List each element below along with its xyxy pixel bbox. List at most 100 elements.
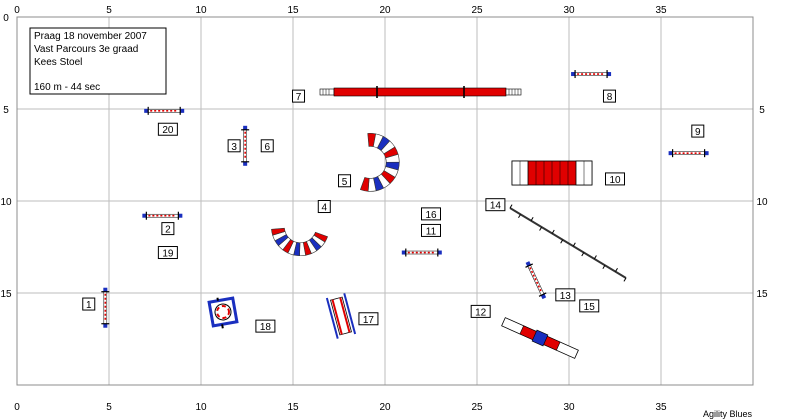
weave-pole bbox=[530, 217, 534, 221]
number-box bbox=[227, 139, 241, 153]
number-label: 15 bbox=[584, 302, 596, 313]
number-label: 11 bbox=[426, 226, 437, 237]
weave-pole bbox=[560, 239, 564, 244]
hurdle-obstacles bbox=[101, 70, 709, 328]
number-label: 16 bbox=[425, 210, 437, 221]
top-tick-label: 30 bbox=[563, 5, 575, 16]
number-label: 5 bbox=[342, 177, 348, 188]
number-box bbox=[421, 207, 441, 221]
obstacle-number-4: 4 bbox=[317, 200, 331, 214]
number-box bbox=[255, 319, 276, 333]
field-grid bbox=[16, 16, 754, 386]
number-box bbox=[358, 312, 379, 326]
top-tick-label: 5 bbox=[106, 5, 112, 16]
tunnel-segment bbox=[359, 177, 370, 192]
weave-pole bbox=[602, 265, 606, 269]
credit-label: Agility Blues bbox=[703, 409, 753, 419]
obstacle-number-11: 11 bbox=[421, 223, 441, 237]
obstacle-number-1: 1 bbox=[82, 297, 96, 311]
tunnel-4 bbox=[271, 227, 328, 257]
hurdle-post bbox=[538, 292, 547, 297]
left-tick-label: 0 bbox=[3, 13, 9, 24]
obstacle-number-3: 3 bbox=[227, 139, 241, 153]
number-label: 18 bbox=[260, 322, 272, 333]
number-label: 12 bbox=[475, 307, 487, 318]
obstacle-number-10: 10 bbox=[605, 172, 625, 186]
obstacle-number-14: 14 bbox=[485, 198, 506, 212]
number-label: 6 bbox=[264, 142, 270, 153]
hurdle-3-6 bbox=[241, 125, 250, 166]
info-class: Vast Parcours 3e graad bbox=[34, 44, 138, 55]
left-tick-label: 10 bbox=[0, 197, 12, 208]
obstacle-number-15: 15 bbox=[579, 299, 600, 313]
hurdle-9 bbox=[668, 149, 709, 158]
number-box bbox=[82, 297, 96, 311]
number-label: 20 bbox=[162, 125, 174, 136]
weave-pole bbox=[572, 242, 576, 247]
obstacle-number-20: 20 bbox=[157, 122, 178, 136]
hurdle-1 bbox=[101, 287, 110, 328]
obstacle-number-17: 17 bbox=[358, 312, 379, 326]
bottom-tick-label: 0 bbox=[14, 402, 20, 413]
bottom-tick-label: 35 bbox=[655, 402, 667, 413]
tire-obstacle bbox=[207, 296, 239, 329]
obstacle-number-5: 5 bbox=[338, 174, 352, 188]
number-box bbox=[579, 299, 600, 313]
weave-poles-obstacle bbox=[509, 204, 627, 282]
obstacle-number-6: 6 bbox=[260, 139, 274, 153]
top-tick-label: 35 bbox=[655, 5, 667, 16]
weave-pole bbox=[509, 204, 513, 209]
number-box bbox=[691, 124, 705, 138]
number-label: 10 bbox=[609, 175, 621, 186]
number-label: 7 bbox=[296, 92, 302, 103]
tunnel-segment bbox=[271, 227, 286, 236]
hurdle-8 bbox=[571, 70, 612, 79]
number-label: 8 bbox=[607, 92, 613, 103]
number-box bbox=[555, 288, 576, 302]
long-jump-obstacle bbox=[325, 293, 357, 339]
number-box bbox=[161, 222, 175, 236]
weave-pole bbox=[593, 255, 597, 260]
bottom-tick-label: 25 bbox=[471, 402, 483, 413]
table-obstacle bbox=[511, 160, 593, 186]
number-box bbox=[470, 304, 491, 318]
obstacle-number-2: 2 bbox=[161, 222, 175, 236]
info-length-time: 160 m - 44 sec bbox=[34, 82, 100, 93]
obstacle-number-16: 16 bbox=[421, 207, 441, 221]
right-tick-label: 15 bbox=[756, 289, 768, 300]
number-label: 14 bbox=[490, 201, 502, 212]
obstacle-number-12: 12 bbox=[470, 304, 491, 318]
top-tick-label: 20 bbox=[379, 5, 391, 16]
bottom-tick-label: 15 bbox=[287, 402, 299, 413]
bottom-tick-label: 5 bbox=[106, 402, 112, 413]
top-tick-label: 15 bbox=[287, 5, 299, 16]
bottom-tick-label: 30 bbox=[563, 402, 575, 413]
top-tick-label: 0 bbox=[14, 5, 20, 16]
number-box bbox=[157, 122, 178, 136]
left-tick-label: 15 bbox=[0, 289, 12, 300]
obstacle-number-7: 7 bbox=[292, 89, 306, 103]
bottom-tick-label: 10 bbox=[195, 402, 207, 413]
hurdle-post bbox=[525, 263, 533, 268]
top-tick-label: 25 bbox=[471, 5, 483, 16]
seesaw-obstacle bbox=[501, 317, 579, 359]
info-judge: Kees Stoel bbox=[34, 57, 82, 68]
obstacle-number-18: 18 bbox=[255, 319, 276, 333]
number-label: 17 bbox=[363, 315, 375, 326]
number-box bbox=[260, 139, 274, 153]
tunnel-5 bbox=[359, 133, 400, 192]
obstacle-number-13: 13 bbox=[555, 288, 576, 302]
weave-pole bbox=[623, 277, 627, 282]
number-box bbox=[605, 172, 625, 186]
number-box bbox=[421, 223, 441, 237]
hurdle-13 bbox=[525, 261, 547, 300]
right-tick-label: 5 bbox=[759, 105, 765, 116]
number-label: 1 bbox=[86, 300, 92, 311]
tunnel-obstacles bbox=[271, 133, 400, 257]
weave-pole bbox=[615, 267, 618, 272]
number-box bbox=[157, 246, 178, 260]
dogwalk-obstacle bbox=[319, 86, 522, 98]
